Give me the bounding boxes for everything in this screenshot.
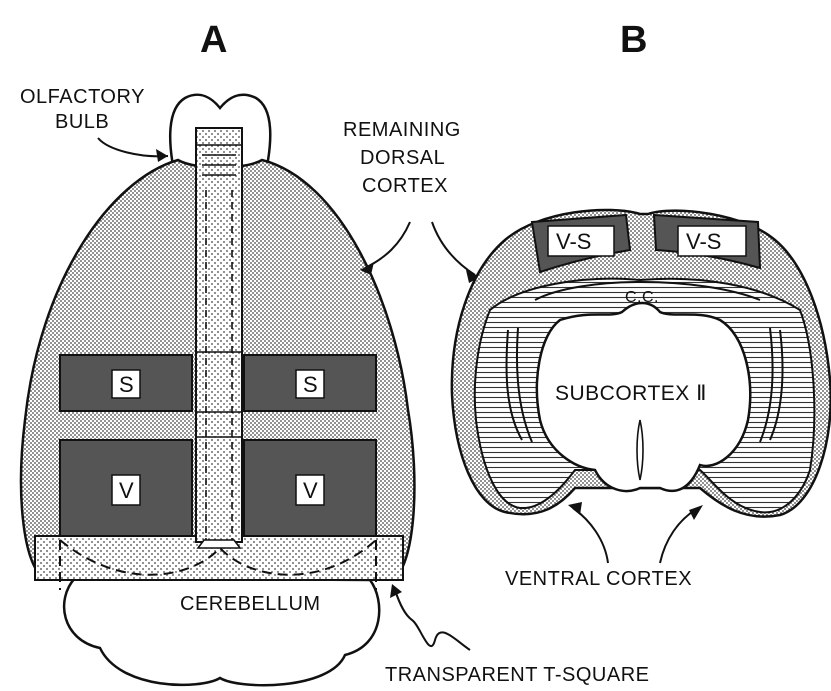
panel-b: B V-S V-S C.C. SUBCORTEX Ⅱ VENTRAL CORTE… bbox=[432, 19, 831, 590]
subcortex-label: SUBCORTEX Ⅱ bbox=[555, 382, 707, 405]
panel-a-label: A bbox=[200, 19, 227, 61]
olfactory-label-1: OLFACTORY bbox=[20, 86, 145, 108]
remaining-label-1: REMAINING bbox=[343, 119, 461, 141]
ventral-cortex-label: VENTRAL CORTEX bbox=[505, 568, 692, 590]
remaining-label-2: DORSAL bbox=[360, 147, 445, 169]
v-label-left: V bbox=[119, 478, 134, 503]
tsquare-squiggle bbox=[395, 590, 470, 650]
transparent-tsquare-label: TRANSPARENT T-SQUARE bbox=[385, 664, 650, 686]
olfactory-label-2: BULB bbox=[55, 111, 109, 133]
remaining-arrow-right bbox=[432, 222, 475, 275]
panel-b-label: B bbox=[620, 19, 647, 61]
cerebellum-label: CEREBELLUM bbox=[180, 593, 321, 615]
t-square-stem bbox=[196, 128, 242, 542]
ventral-arrow-left bbox=[573, 508, 608, 563]
v-label-right: V bbox=[303, 478, 318, 503]
remaining-label-3: CORTEX bbox=[362, 175, 448, 197]
s-label-left: S bbox=[119, 372, 134, 397]
vs-label-left: V-S bbox=[556, 229, 591, 254]
s-label-right: S bbox=[303, 372, 318, 397]
remaining-arrow-left bbox=[365, 222, 410, 268]
vs-label-right: V-S bbox=[686, 229, 721, 254]
